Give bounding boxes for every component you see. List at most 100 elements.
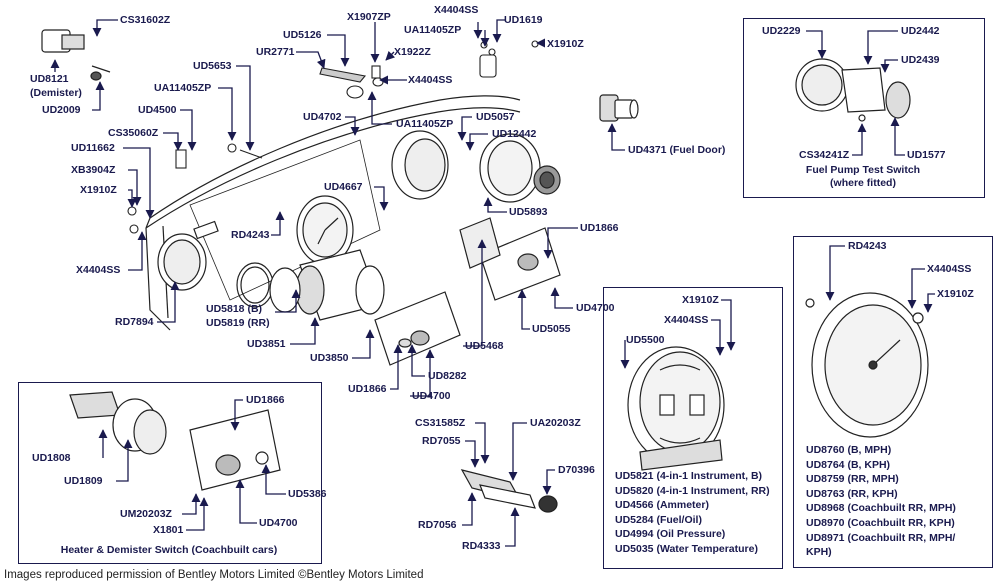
label-rd7055: RD7055 — [422, 435, 461, 447]
leader-ud5055 — [517, 289, 530, 330]
instrument-part-item: UD5035 (Water Temperature) — [615, 542, 758, 555]
leader-ud4700-mid — [410, 349, 435, 397]
leader-lines — [50, 19, 935, 547]
label-x1801: X1801 — [153, 524, 184, 536]
label-x1907zp: X1907ZP — [347, 11, 391, 23]
leader-ud4700-right — [550, 287, 573, 309]
small-gauge-left — [157, 220, 219, 291]
heater-box — [18, 382, 322, 564]
leader-x4404ss-inst — [711, 319, 725, 356]
switch-plate-center — [374, 291, 461, 366]
leader-cs31585z — [475, 422, 490, 464]
instrument-part-item: UD5821 (4-in-1 Instrument, B) — [615, 470, 763, 482]
label-ud2439: UD2439 — [901, 54, 940, 66]
label-ud1866-right: UD1866 — [580, 222, 619, 234]
label-cs35060z: CS35060Z — [108, 127, 159, 139]
leader-xb3904z — [128, 169, 142, 206]
label-ud4702: UD4702 — [303, 111, 342, 123]
instrument-part-item: UD4566 (Ammeter) — [615, 499, 709, 512]
label-ud5057: UD5057 — [476, 111, 515, 123]
label-x4404ss-mid: X4404SS — [408, 74, 453, 86]
label-x4404ss-inst: X4404SS — [664, 314, 709, 326]
fuel-box-caption-line1: Fuel Pump Test Switch — [805, 164, 921, 176]
leader-ud1809 — [116, 439, 133, 482]
label-ua11405zp-mid: UA11405ZP — [396, 118, 454, 130]
instrument-part-item: UD5284 (Fuel/Oil) — [615, 513, 702, 526]
label-xb3904z: XB3904Z — [71, 164, 116, 176]
label-rd7056: RD7056 — [418, 519, 457, 531]
label-ud4700-right: UD4700 — [576, 302, 615, 314]
label-ud5819: UD5819 (RR) — [206, 317, 270, 329]
label-ud5386: UD5386 — [288, 488, 327, 500]
fuel-pump-switch-art — [795, 58, 911, 122]
label-d70396: D70396 — [558, 464, 595, 476]
fuel-box-caption-line2: (where fitted) — [830, 177, 896, 189]
label-ud3850: UD3850 — [310, 352, 349, 364]
speedo-part-item: KPH) — [806, 546, 832, 559]
leader-ud3851 — [290, 317, 320, 345]
label-ud2442: UD2442 — [901, 25, 940, 37]
leader-ud5126 — [327, 34, 350, 67]
leader-x1801 — [186, 497, 209, 531]
label-ud5126: UD5126 — [283, 29, 322, 41]
leader-ud3850 — [352, 329, 375, 359]
leader-ud4500 — [180, 109, 197, 151]
copyright-footer: Images reproduced permission of Bentley … — [4, 569, 424, 581]
label-ud2009: UD2009 — [42, 104, 81, 116]
label-ua20203z: UA20203Z — [530, 417, 581, 429]
leader-ud2439 — [880, 59, 898, 73]
heater-box-caption: Heater & Demister Switch (Coachbuilt car… — [60, 544, 278, 556]
label-x4404ss-top: X4404SS — [434, 4, 479, 16]
label-ud8282: UD8282 — [428, 370, 467, 382]
label-ud1808: UD1808 — [32, 452, 71, 464]
instrument-part-item: UD5820 (4-in-1 Instrument, RR) — [615, 484, 770, 497]
instrument-part-item: UD4994 (Oil Pressure) — [615, 528, 726, 541]
leader-ud5653 — [236, 65, 255, 151]
label-ud5055: UD5055 — [532, 323, 571, 335]
upper-gauges — [391, 130, 561, 203]
label-rd4333: RD4333 — [462, 540, 501, 552]
label-ud2229: UD2229 — [762, 25, 801, 37]
leader-cs31602z — [92, 19, 118, 37]
label-x1910z-speedo: X1910Z — [937, 288, 974, 300]
label-x1910z-top: X1910Z — [547, 38, 584, 50]
leader-ud5057 — [457, 116, 472, 141]
label-ud1577: UD1577 — [907, 149, 946, 161]
label-demister: (Demister) — [30, 87, 82, 99]
speedo-part-item: UD8764 (B, KPH) — [806, 458, 891, 471]
label-cs31585z: CS31585Z — [415, 417, 466, 429]
label-ud5468: UD5468 — [465, 340, 504, 352]
label-ud4667: UD4667 — [324, 181, 363, 193]
speedo-part-item: UD8760 (B, MPH) — [806, 444, 892, 456]
label-cs31602z: CS31602Z — [120, 14, 171, 26]
leader-ud5818 — [275, 289, 301, 313]
label-rd4243-speedo: RD4243 — [848, 240, 887, 252]
switch-plate-right — [459, 217, 561, 301]
label-ud1866-mid: UD1866 — [348, 383, 387, 395]
speedo-part-item: UD8970 (Coachbuilt RR, KPH) — [806, 516, 955, 529]
label-rd7894: RD7894 — [115, 316, 154, 328]
label-ud4700-mid: UD4700 — [412, 390, 451, 402]
leader-ud5468 — [463, 239, 487, 347]
leader-ur2771 — [296, 51, 326, 69]
leader-ud1619 — [492, 19, 505, 43]
leader-ud1866-right — [543, 227, 578, 259]
label-ud4700-heater: UD4700 — [259, 517, 298, 529]
gauge-ring — [236, 262, 274, 308]
leader-ud5386 — [261, 464, 286, 495]
leader-ud1577 — [890, 117, 905, 156]
label-x1922z: X1922Z — [394, 46, 431, 58]
switch-body-center — [269, 249, 385, 321]
leader-rd7894 — [157, 281, 180, 323]
speedometer-part-list: UD8760 (B, MPH) UD8764 (B, KPH) UD8759 (… — [806, 443, 956, 560]
leader-ud5893 — [483, 197, 507, 213]
fuel-box-caption: Fuel Pump Test Switch (where fitted) — [743, 164, 983, 190]
fuel-pump-box — [743, 18, 985, 198]
leader-x1910z-speedo — [923, 293, 935, 313]
leader-ua11405zp-mid — [367, 91, 392, 125]
label-ud12442: UD12442 — [492, 128, 537, 140]
leader-ud1866-heater — [230, 399, 243, 431]
leader-ud11662 — [123, 147, 155, 219]
leader-x1910z-inst — [721, 299, 736, 351]
